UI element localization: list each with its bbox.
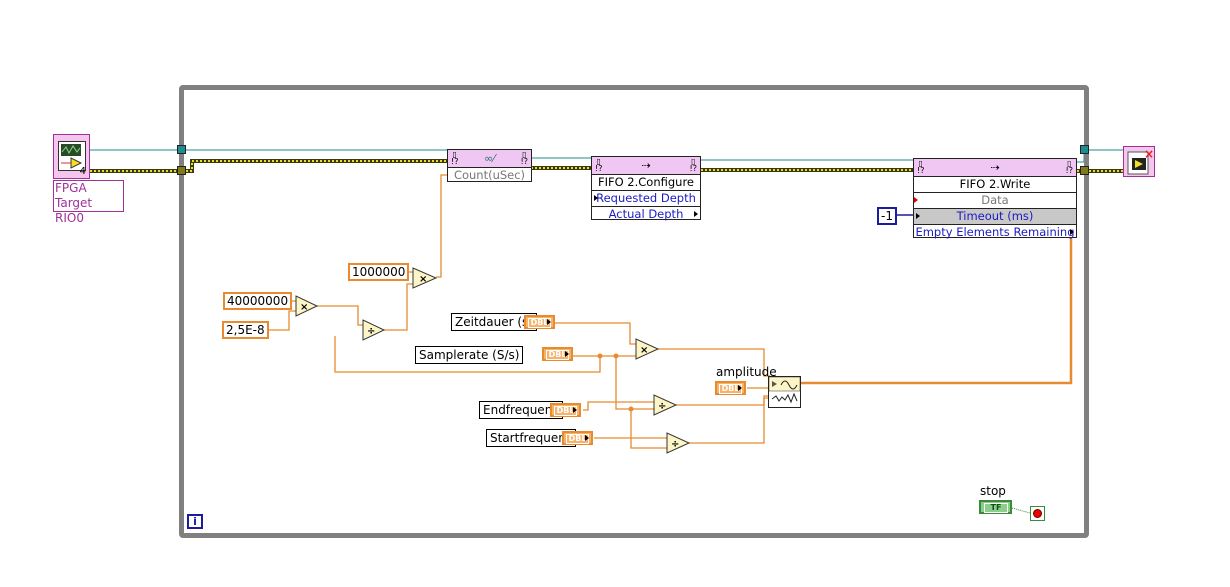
while-loop xyxy=(179,85,1089,538)
timeout-constant[interactable]: -1 xyxy=(877,207,897,225)
stop-control[interactable]: TF xyxy=(979,500,1012,514)
constant-1000000[interactable]: 1000000 xyxy=(348,263,410,281)
amplitude-control[interactable]: DBL xyxy=(715,381,746,395)
chirp-signal-icon[interactable] xyxy=(768,376,801,408)
count-item[interactable]: Count(uSec) xyxy=(453,168,526,182)
startfrequenz-label: Startfrequenz xyxy=(486,429,577,447)
error-in-icon: ▯!? xyxy=(451,150,459,166)
multiply-glyph: × xyxy=(419,274,427,285)
invoke-arrow-icon: ⇢ xyxy=(990,161,1000,174)
fpga-label-line2: RIO0 xyxy=(55,211,84,225)
fpga-label-line1: FPGA Target xyxy=(55,181,93,210)
actual-depth-output[interactable]: Actual Depth xyxy=(592,207,700,222)
svg-text:×: × xyxy=(1144,147,1154,161)
fifo-write-node[interactable]: ▯!? ⇢ ▯!? FIFO 2.Write Data Timeout (ms)… xyxy=(913,158,1077,239)
data-wire xyxy=(801,236,1073,385)
constant-40000000[interactable]: 40000000 xyxy=(223,292,293,310)
close-fpga-reference-icon[interactable]: × xyxy=(1123,146,1155,177)
timeout-input[interactable]: Timeout (ms) xyxy=(914,209,1076,225)
stop-condition-icon xyxy=(1033,509,1042,518)
divide-node-2: ÷ xyxy=(653,394,678,416)
requested-depth-input[interactable]: Requested Depth xyxy=(592,191,700,207)
zeitdauer-label: Zeitdauer (s) xyxy=(451,313,537,331)
node-header: ▯!? ⇢ ▯!? xyxy=(592,157,700,175)
svg-text:×: × xyxy=(300,302,308,313)
wire-junction xyxy=(628,406,634,412)
loop-condition-terminal[interactable] xyxy=(1030,506,1045,521)
refnum-tunnel-left xyxy=(177,145,186,154)
zeitdauer-control[interactable]: DBL xyxy=(524,315,555,329)
error-tunnel-left xyxy=(177,166,186,175)
stop-label: stop xyxy=(980,484,1006,498)
fifo-configure-title: FIFO 2.Configure xyxy=(592,175,700,191)
refnum-tunnel-right xyxy=(1080,145,1089,154)
fifo-configure-node[interactable]: ▯!? ⇢ ▯!? FIFO 2.Configure Requested Dep… xyxy=(591,156,701,222)
samplerate-label: Samplerate (S/s) xyxy=(415,346,524,364)
node-header: ▯!? ⇢ ▯!? xyxy=(914,159,1076,177)
startfrequenz-control[interactable]: DBL xyxy=(562,431,593,445)
wire-junction xyxy=(613,353,619,359)
svg-text:÷: ÷ xyxy=(658,401,666,412)
wire-junction xyxy=(597,353,603,359)
fifo-write-title: FIFO 2.Write xyxy=(914,177,1076,193)
svg-text:÷: ÷ xyxy=(367,326,375,337)
samplerate-control[interactable]: DBL xyxy=(542,347,573,361)
divide-node-3: ÷ xyxy=(666,432,691,454)
error-tunnel-right xyxy=(1080,166,1089,175)
svg-text:×: × xyxy=(640,345,648,356)
data-input[interactable]: Data xyxy=(914,193,1076,209)
waveform-screen-icon xyxy=(58,141,86,171)
constant-2-5e-8[interactable]: 2,5E-8 xyxy=(222,321,269,339)
multiply-node-3: × xyxy=(635,338,660,360)
fpga-target-icon[interactable]: 4 xyxy=(53,134,90,179)
error-out-icon: ▯!? xyxy=(520,150,528,166)
node-header: ▯!? ∞⁄ ▯!? xyxy=(448,150,531,168)
multiply-node-1: × xyxy=(412,267,438,289)
count-read-node[interactable]: ▯!? ∞⁄ ▯!? Count(uSec) xyxy=(447,149,532,182)
fpga-target-label: FPGA Target RIO0 xyxy=(53,180,124,225)
endfrequenz-control[interactable]: DBL xyxy=(550,403,581,417)
multiply-node-2: × xyxy=(295,295,319,317)
empty-elements-output[interactable]: Empty Elements Remaining xyxy=(915,225,1075,239)
iteration-terminal[interactable]: i xyxy=(187,514,203,529)
invoke-arrow-icon: ⇢ xyxy=(641,159,651,172)
divide-node-1: ÷ xyxy=(362,319,386,341)
port-number: 4 xyxy=(79,166,86,177)
amplitude-label: amplitude xyxy=(716,365,777,379)
svg-text:÷: ÷ xyxy=(671,439,679,450)
glasses-pencil-icon: ∞⁄ xyxy=(484,152,495,165)
endfrequenz-label: Endfrequenz xyxy=(479,401,563,419)
